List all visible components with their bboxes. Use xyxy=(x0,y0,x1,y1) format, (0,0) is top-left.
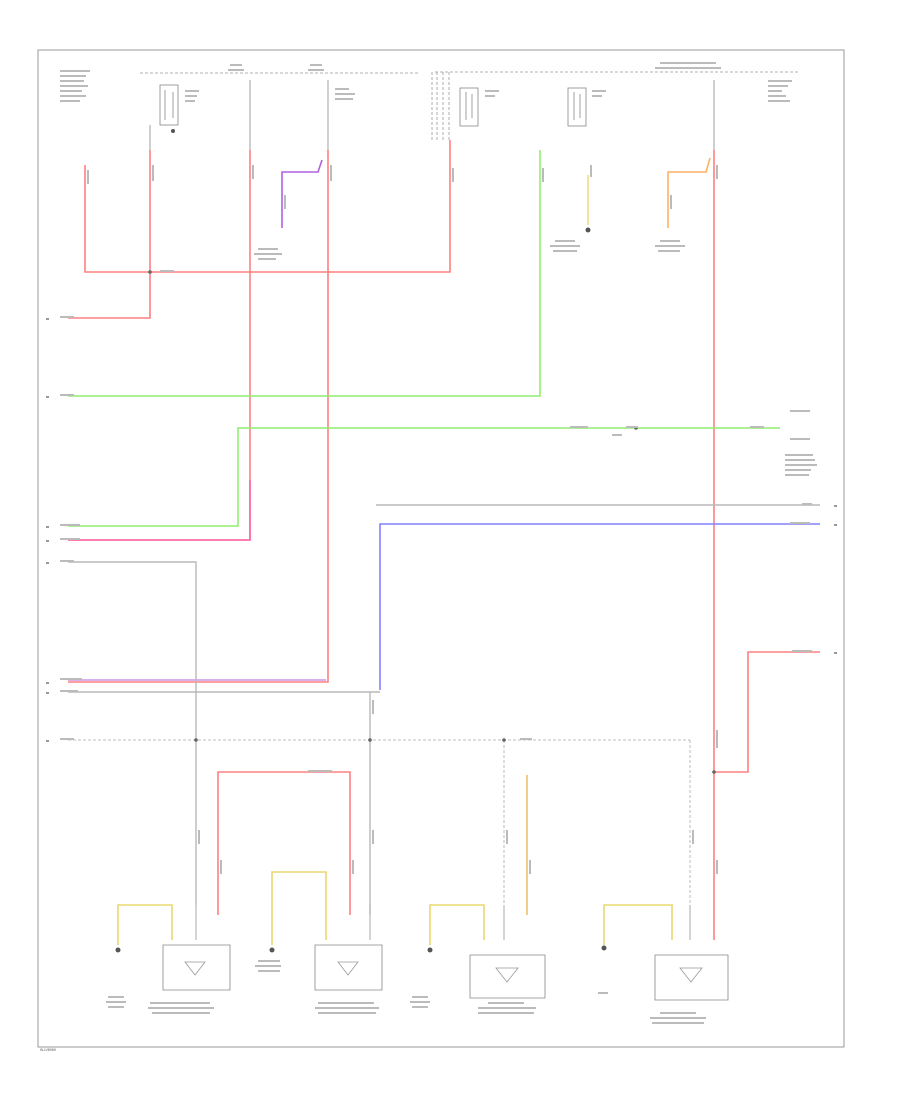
yellow-loops xyxy=(117,871,673,945)
relay-box-1 xyxy=(159,84,179,133)
fuse-symbols xyxy=(149,80,715,150)
gray-wire xyxy=(68,504,820,915)
relay-box-2 xyxy=(459,87,479,127)
top-dashed-rails xyxy=(140,71,800,140)
orange-wire xyxy=(667,157,711,228)
wire-code-marks xyxy=(60,165,812,874)
label-marks xyxy=(60,62,817,1024)
red-violet-wire xyxy=(68,150,329,683)
module-ground-symbols xyxy=(184,961,703,983)
left-terminal-ticks xyxy=(46,318,49,742)
module-boxes xyxy=(162,944,729,1001)
footer-code: W-LV8989 xyxy=(40,1048,56,1052)
red-wire-pink-tint xyxy=(68,480,251,541)
blue-wire xyxy=(379,523,820,690)
right-terminal-ticks xyxy=(834,505,837,654)
module-feed-wires xyxy=(195,905,691,940)
green-wire-harness xyxy=(68,150,780,527)
bottom-dashed-bus xyxy=(68,739,691,920)
red-wire-harness xyxy=(68,140,820,773)
relay-box-3 xyxy=(567,87,587,127)
red-bottom-loop xyxy=(217,771,351,915)
violet-wire xyxy=(281,159,323,228)
junction-dots xyxy=(148,270,716,774)
diagram-frame xyxy=(37,49,845,1048)
ground-dots xyxy=(115,227,607,953)
